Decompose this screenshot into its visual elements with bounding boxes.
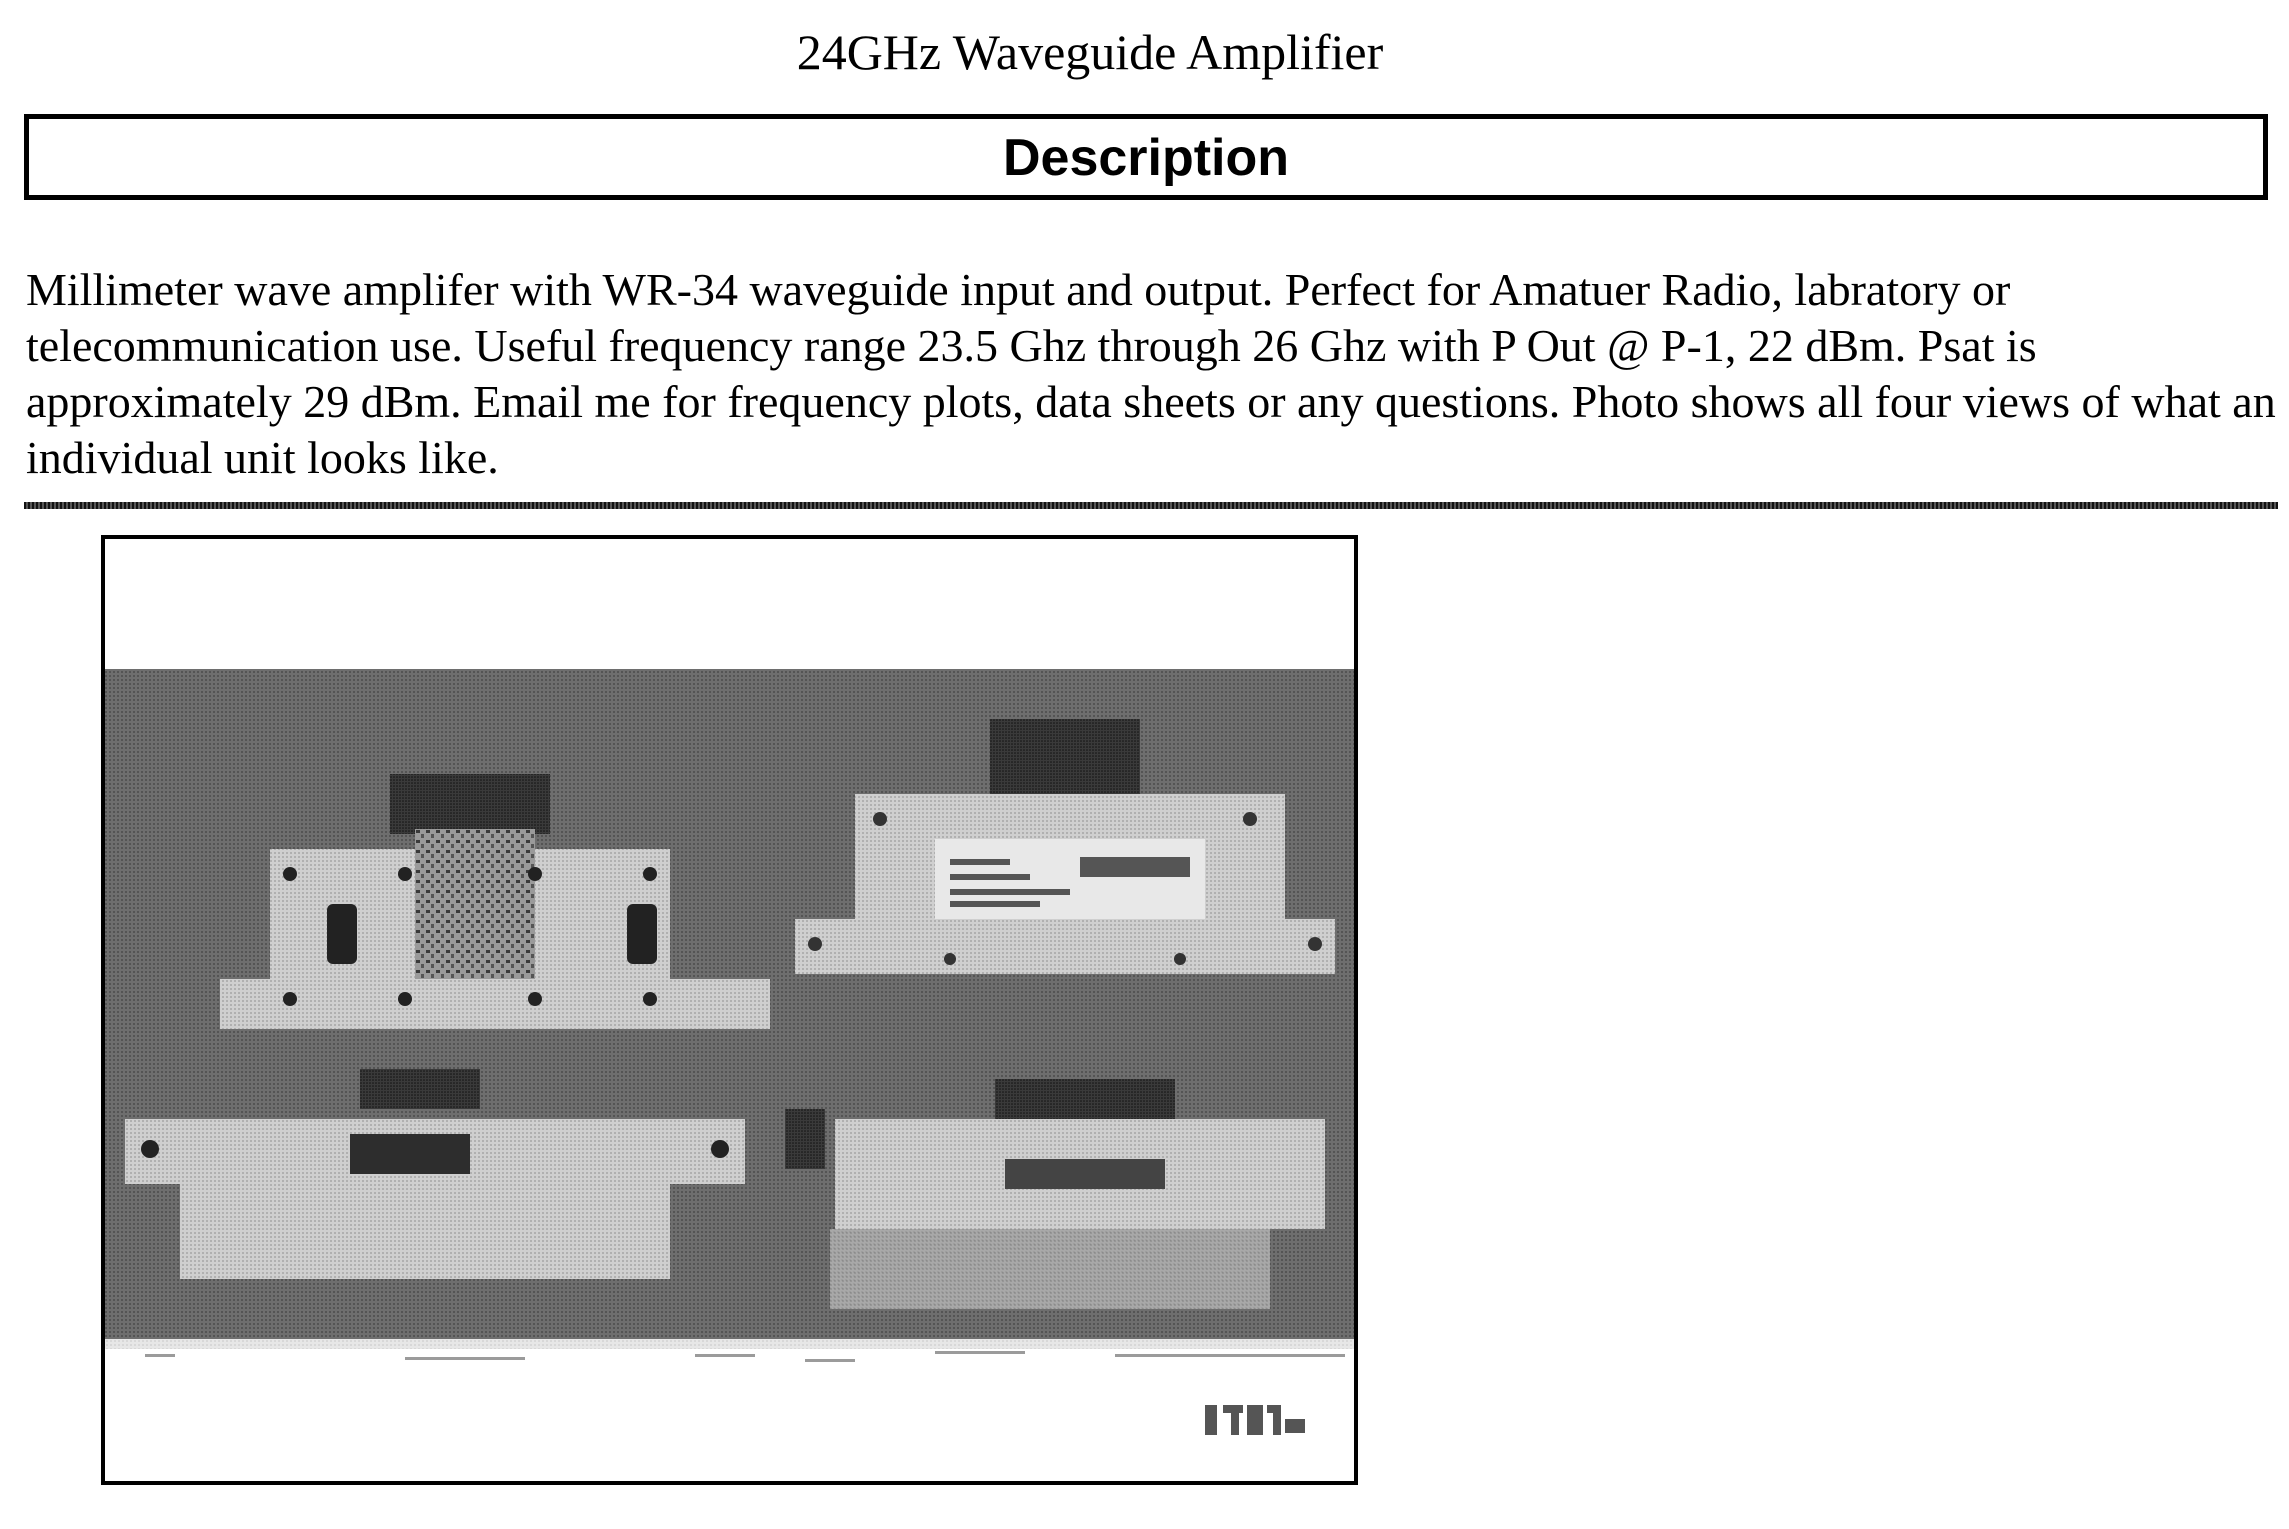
- product-photo: [101, 535, 1358, 1485]
- photo-stamp-mark: [1205, 1405, 1305, 1435]
- page-title: 24GHz Waveguide Amplifier: [796, 24, 1384, 80]
- unit-bottom-view: [125, 1069, 745, 1279]
- product-photo-image: [105, 539, 1354, 1481]
- unit-side-view: [785, 1079, 1325, 1309]
- unit-front-view: [220, 774, 770, 1029]
- section-heading: Description: [1002, 129, 1290, 187]
- description-paragraph: Millimeter wave amplifer with WR-34 wave…: [26, 264, 2276, 483]
- horizontal-divider: [24, 502, 2278, 509]
- unit-label-view: [795, 719, 1335, 974]
- section-header-box: Description: [24, 114, 2268, 200]
